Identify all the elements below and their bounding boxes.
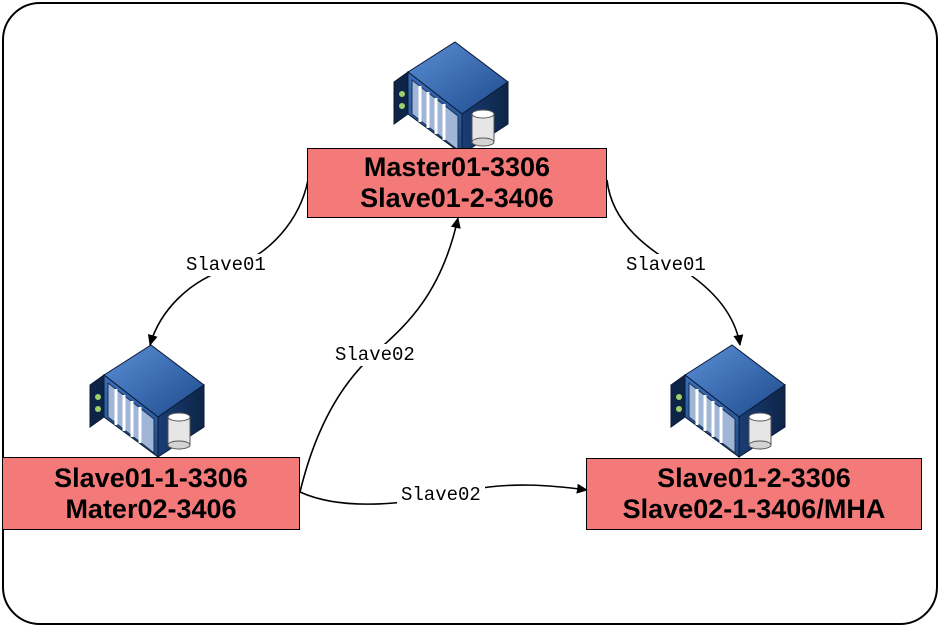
node-left: Slave01-1-3306 Mater02-3406 (2, 457, 300, 530)
server-icon (392, 40, 510, 156)
edge-label-left-to-right: Slave02 (397, 484, 485, 506)
edge-label-master-to-right: Slave01 (622, 254, 710, 276)
server-icon (88, 343, 206, 459)
node-left-line-1: Slave01-1-3306 (54, 462, 248, 493)
edge-label-master-to-left: Slave01 (182, 254, 270, 276)
node-right: Slave01-2-3306 Slave02-1-3406/MHA (586, 458, 922, 530)
node-master-line-1: Master01-3306 (363, 152, 551, 182)
edge-label-left-to-master: Slave02 (331, 344, 419, 366)
node-master: Master01-3306 Slave01-2-3406 (307, 148, 607, 218)
node-left-line-2: Mater02-3406 (65, 493, 237, 524)
node-right-line-2: Slave02-1-3406/MHA (622, 494, 886, 524)
node-master-line-2: Slave01-2-3406 (360, 183, 554, 213)
node-right-line-1: Slave01-2-3306 (657, 463, 851, 493)
server-icon (669, 343, 787, 459)
